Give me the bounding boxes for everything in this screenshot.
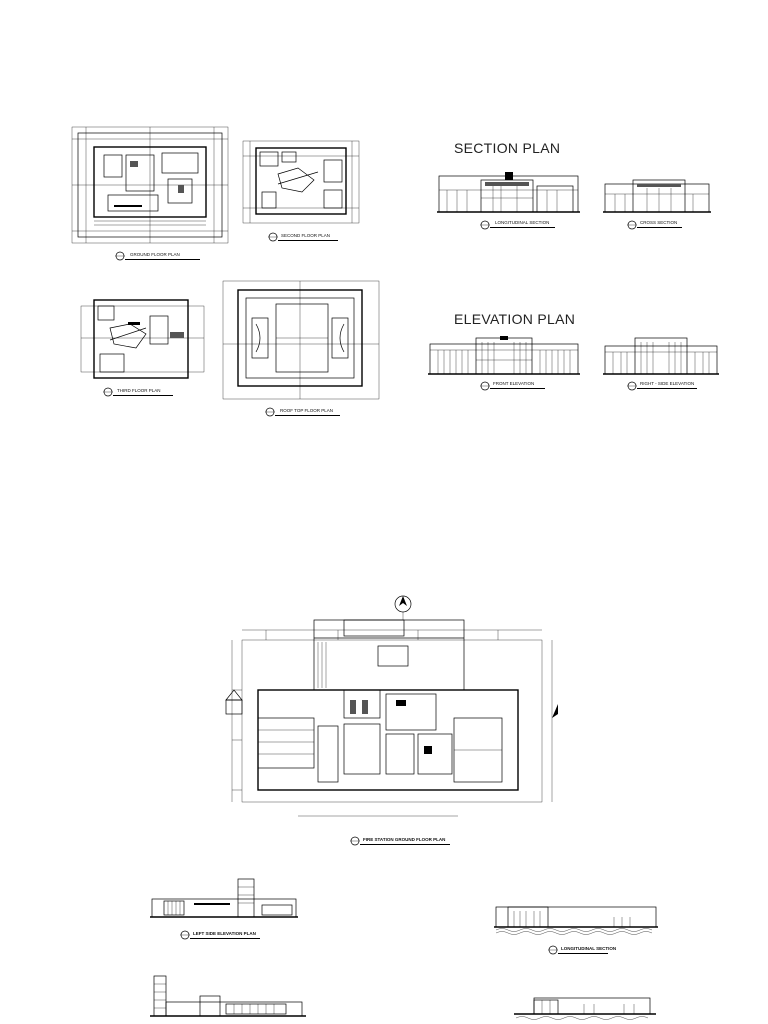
bottom-right-section-drawing	[514, 994, 656, 1024]
ground-floor-plan-drawing	[70, 125, 230, 245]
right-side-elevation-drawing	[603, 336, 719, 376]
front-elevation-drawing	[428, 336, 580, 376]
bottom-longitudinal-section-drawing	[494, 905, 658, 935]
elevation-plan-heading: ELEVATION PLAN	[454, 311, 576, 327]
cross-section-drawing	[603, 178, 711, 216]
second-floor-plan-drawing	[242, 140, 360, 224]
bottom-left-elevation-drawing	[150, 972, 306, 1018]
third-floor-plan-drawing	[80, 298, 205, 380]
section-plan-heading: SECTION PLAN	[454, 140, 561, 156]
fire-station-ground-floor-plan-drawing	[218, 590, 563, 830]
longitudinal-section-drawing	[437, 172, 580, 216]
left-side-elevation-drawing	[150, 877, 298, 919]
roof-top-floor-plan-drawing	[222, 280, 380, 400]
